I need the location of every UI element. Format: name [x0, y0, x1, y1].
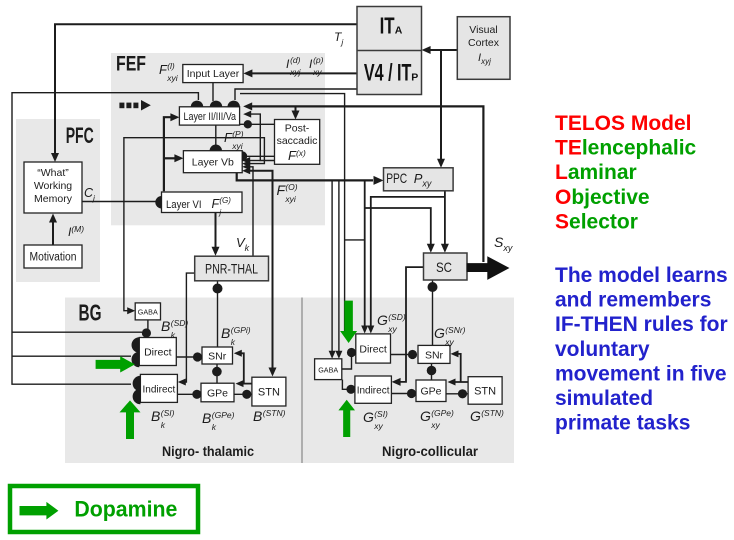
svg-text:Nigro- thalamic: Nigro- thalamic	[162, 443, 254, 459]
svg-text:BG: BG	[79, 300, 102, 326]
svg-text:A: A	[395, 24, 403, 36]
svg-text:Working: Working	[34, 180, 72, 192]
svg-text:Sxy: Sxy	[494, 234, 513, 253]
svg-text:(STN): (STN)	[481, 408, 504, 418]
svg-text:TELOS Model: TELOS Model	[555, 112, 692, 135]
svg-text:TElencephalic: TElencephalic	[555, 137, 697, 160]
svg-text:Indirect: Indirect	[357, 386, 390, 397]
svg-text:The model learns: The model learns	[555, 264, 728, 287]
svg-text:GABA: GABA	[138, 308, 158, 317]
svg-text:xy: xy	[312, 67, 322, 77]
svg-text:GABA: GABA	[318, 366, 338, 375]
svg-text:(O): (O)	[285, 182, 297, 192]
svg-text:simulated: simulated	[555, 387, 653, 410]
svg-text:Direct: Direct	[144, 347, 172, 359]
svg-text:Vk: Vk	[236, 235, 250, 253]
svg-text:movement in five: movement in five	[555, 362, 727, 385]
svg-text:PFC: PFC	[66, 123, 94, 148]
svg-text:B: B	[161, 318, 170, 334]
svg-text:and remembers: and remembers	[555, 289, 711, 312]
svg-text:xyi: xyi	[166, 73, 179, 83]
svg-text:G: G	[434, 325, 445, 341]
svg-text:(p): (p)	[313, 55, 324, 65]
svg-text:j: j	[218, 208, 221, 217]
svg-text:Laminar: Laminar	[555, 161, 637, 184]
svg-text:GPe: GPe	[420, 386, 441, 398]
svg-text:PNR-THAL: PNR-THAL	[205, 261, 258, 277]
svg-text:primate tasks: primate tasks	[555, 412, 690, 435]
svg-text:SNr: SNr	[208, 351, 227, 363]
svg-text:Dopamine: Dopamine	[74, 497, 177, 522]
svg-text:FEF: FEF	[116, 53, 146, 76]
svg-text:Memory: Memory	[34, 193, 73, 205]
svg-text:Post-: Post-	[285, 123, 310, 135]
svg-text:GPe: GPe	[207, 388, 228, 400]
svg-text:k: k	[171, 330, 176, 340]
svg-text:Direct: Direct	[359, 344, 387, 356]
svg-text:(l): (l)	[167, 61, 175, 71]
svg-text:F: F	[277, 182, 287, 198]
svg-text:k: k	[231, 337, 236, 347]
svg-text:Selector: Selector	[555, 210, 638, 233]
svg-text:IF-THEN rules for: IF-THEN rules for	[555, 313, 728, 336]
svg-text:B: B	[151, 408, 160, 424]
svg-text:xy: xy	[387, 324, 397, 334]
svg-text:Cortex: Cortex	[468, 37, 500, 49]
svg-text:F: F	[224, 130, 233, 145]
svg-text:(STN): (STN)	[263, 408, 286, 418]
svg-text:V4 / IT: V4 / IT	[364, 60, 412, 87]
svg-text:PPC: PPC	[386, 170, 407, 186]
svg-text:Objective: Objective	[555, 186, 650, 209]
svg-text:saccadic: saccadic	[277, 135, 318, 147]
svg-text:P: P	[411, 72, 418, 84]
svg-text:(SD): (SD)	[388, 312, 406, 322]
svg-text:xyi: xyi	[231, 141, 244, 151]
svg-text:xy: xy	[444, 337, 454, 347]
svg-text:Layer VI: Layer VI	[166, 199, 202, 211]
svg-text:I: I	[286, 57, 290, 71]
svg-text:Cj: Cj	[84, 186, 96, 203]
svg-text:G: G	[470, 408, 481, 424]
svg-text:G: G	[377, 312, 388, 328]
svg-text:Indirect: Indirect	[143, 385, 176, 396]
svg-text:voluntary: voluntary	[555, 338, 650, 361]
svg-text:(d): (d)	[290, 55, 301, 65]
svg-text:(SI): (SI)	[161, 408, 175, 418]
svg-text:(SNr): (SNr)	[445, 325, 465, 335]
svg-text:xy: xy	[373, 421, 383, 431]
svg-text:STN: STN	[258, 387, 280, 399]
svg-text:I: I	[309, 57, 313, 71]
svg-text:Input Layer: Input Layer	[187, 68, 240, 80]
svg-text:IT: IT	[380, 12, 395, 38]
svg-text:SC: SC	[436, 259, 452, 275]
svg-text:STN: STN	[474, 386, 496, 398]
svg-text:G: G	[363, 409, 374, 425]
svg-text:(SI): (SI)	[374, 409, 388, 419]
svg-text:F: F	[212, 197, 221, 211]
svg-text:Layer Vb: Layer Vb	[192, 157, 234, 169]
svg-text:(GPe): (GPe)	[431, 408, 454, 418]
svg-text:k: k	[212, 422, 217, 432]
svg-text:Motivation: Motivation	[30, 252, 77, 264]
svg-text:(GPi): (GPi)	[231, 325, 251, 335]
svg-text:Nigro-collicular: Nigro-collicular	[382, 443, 479, 459]
svg-text:B: B	[202, 410, 211, 426]
svg-text:B: B	[221, 325, 230, 341]
svg-text:xy: xy	[430, 420, 440, 430]
svg-text:xyj: xyj	[289, 67, 302, 77]
svg-text:Tj: Tj	[334, 30, 344, 47]
svg-text:“What”: “What”	[37, 167, 69, 179]
svg-text:(SD): (SD)	[171, 318, 189, 328]
svg-text:k: k	[161, 420, 166, 430]
svg-text:Layer II/III/Va: Layer II/III/Va	[184, 111, 237, 123]
svg-text:B: B	[253, 408, 262, 424]
svg-text:Visual: Visual	[469, 24, 497, 36]
svg-text:(G): (G)	[219, 196, 231, 205]
svg-text:xyi: xyi	[284, 194, 297, 204]
svg-text:(GPe): (GPe)	[212, 410, 235, 420]
svg-text:F: F	[159, 62, 168, 77]
svg-text:(P): (P)	[232, 129, 244, 139]
svg-text:SNr: SNr	[425, 350, 444, 362]
svg-text:G: G	[420, 408, 431, 424]
